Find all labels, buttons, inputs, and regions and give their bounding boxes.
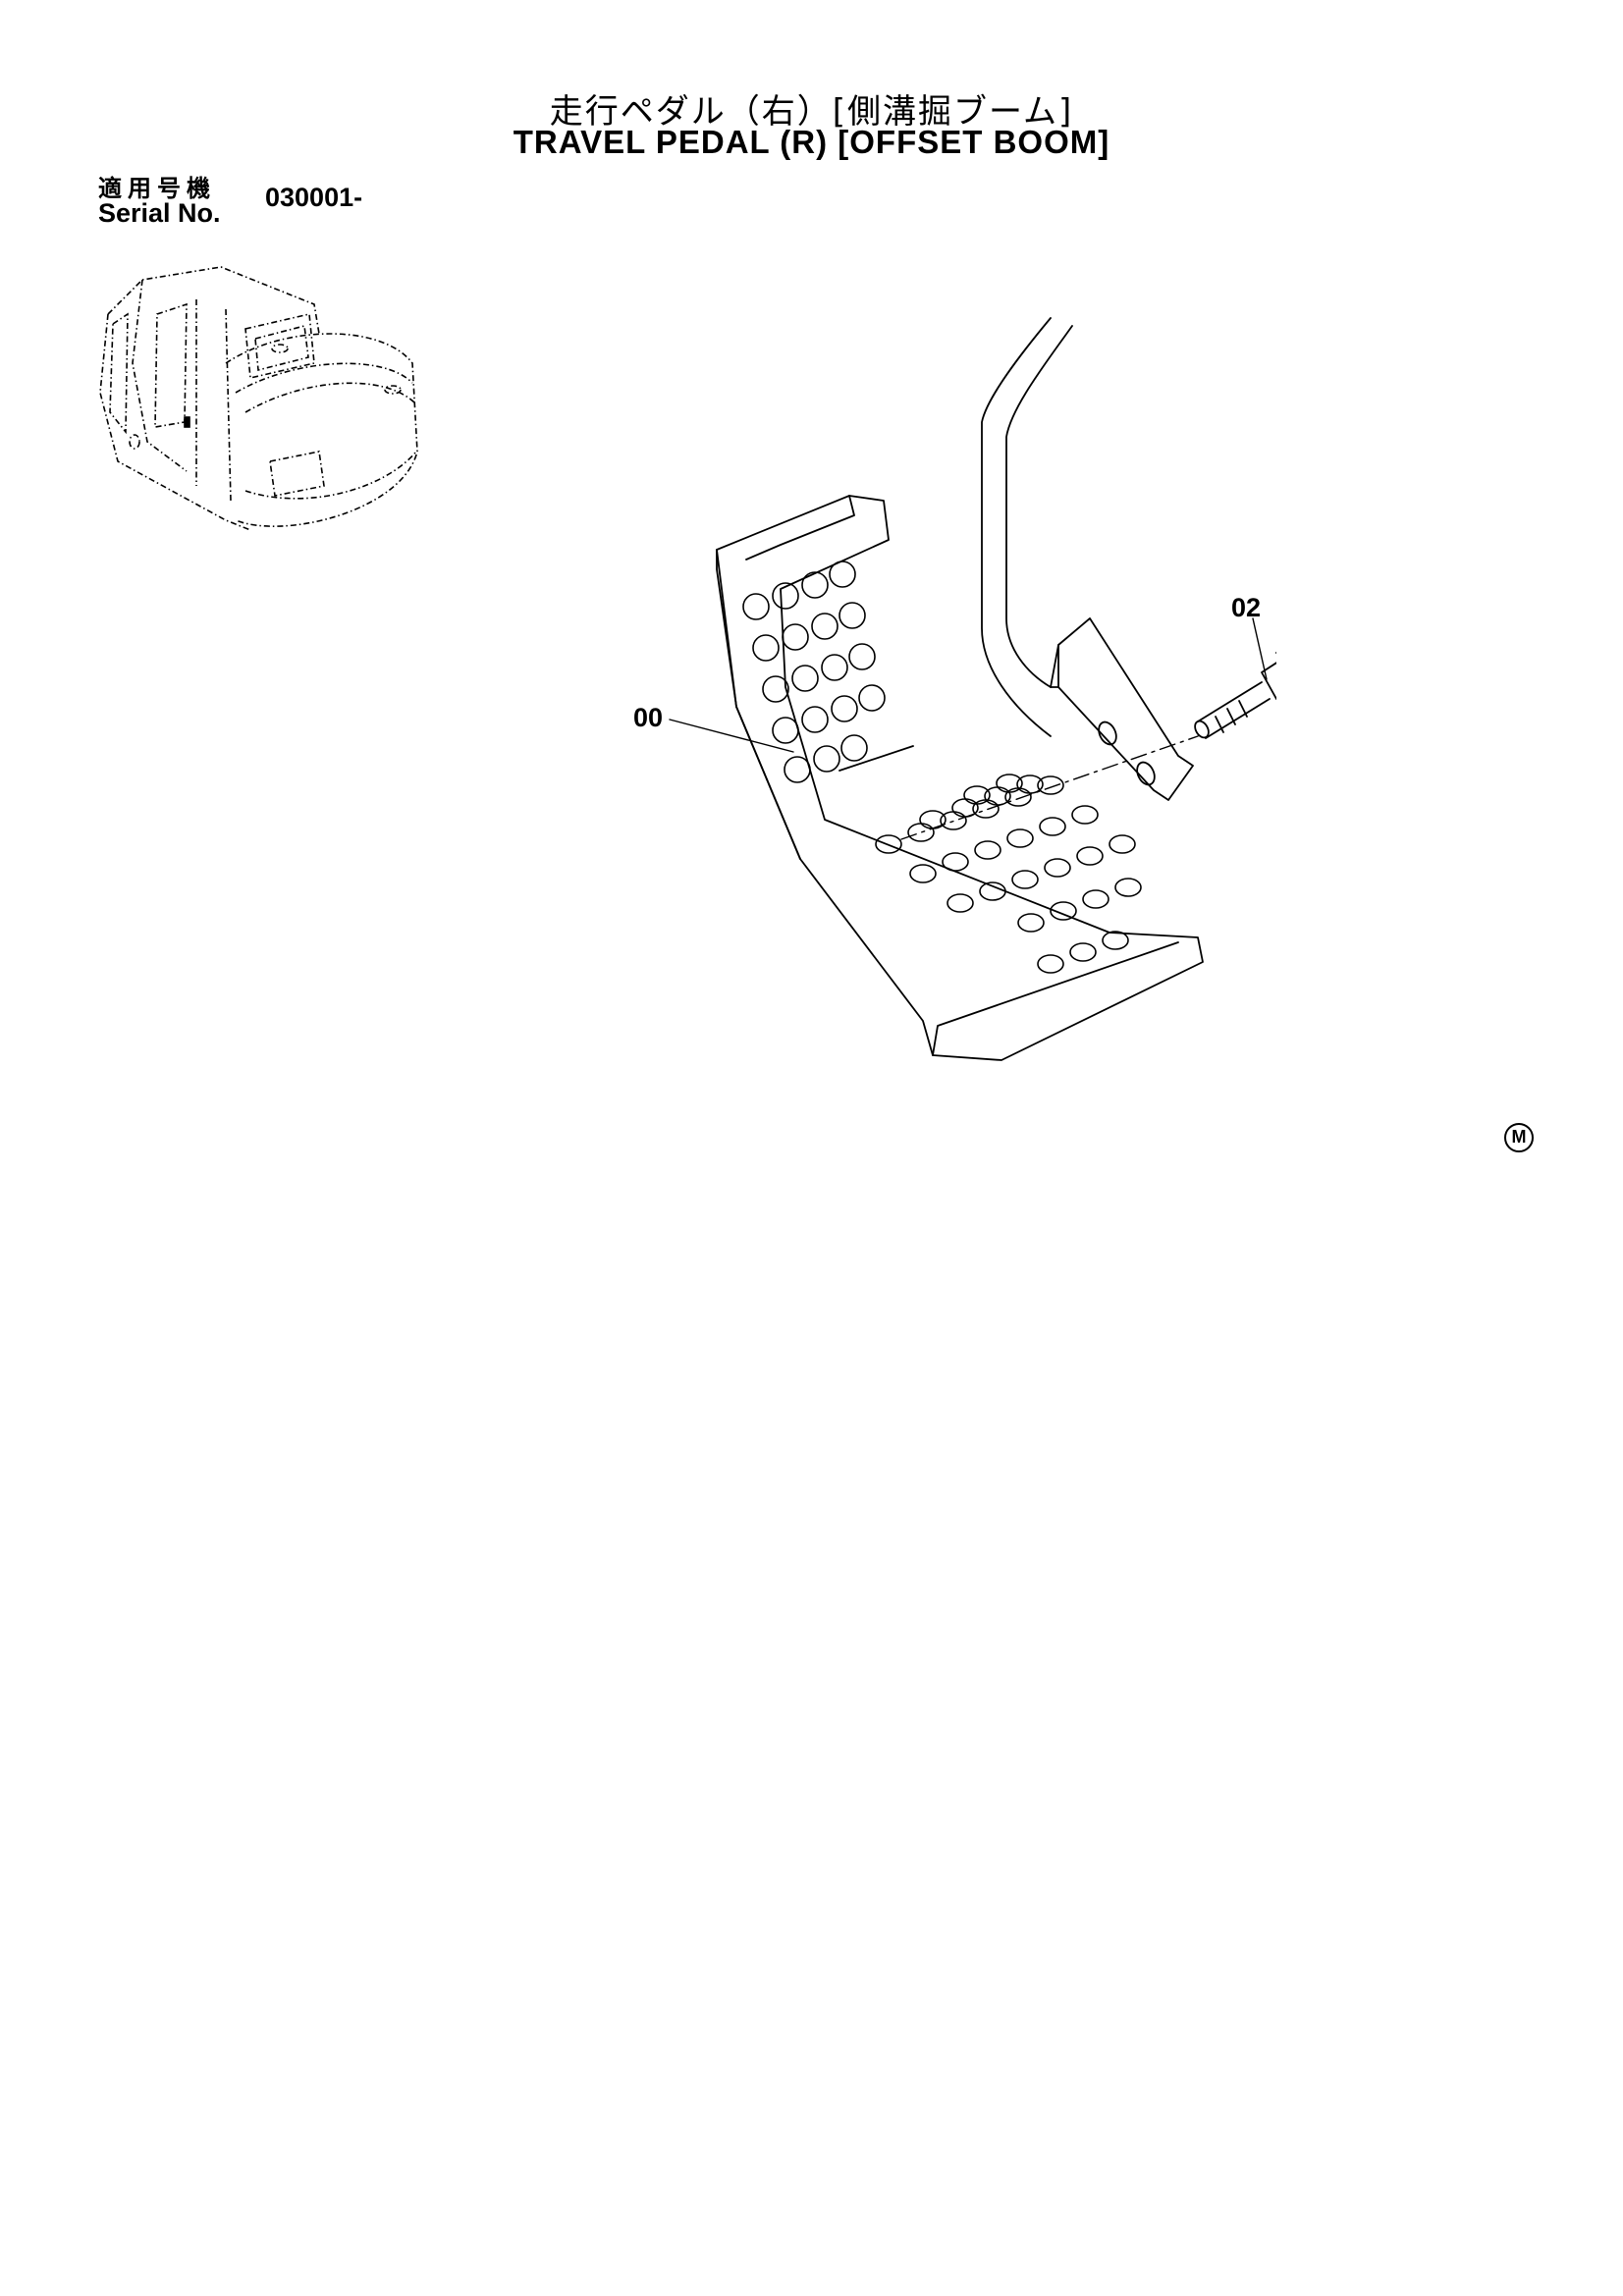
lower-tread-bosses (875, 774, 1142, 974)
lever-bracket-edge (1050, 644, 1059, 688)
door-window (109, 312, 129, 435)
bracket-hole-2 (1136, 761, 1156, 786)
lift-eye-left (271, 344, 289, 353)
circled-m-mark: M (1504, 1123, 1534, 1152)
excavator-cab-icon (99, 266, 418, 531)
cab-window (244, 313, 315, 379)
pedal-front-edge (716, 549, 737, 708)
leader-line-bolt (1252, 617, 1268, 680)
leader-line-pedal (669, 719, 794, 753)
cab-pillar-line (132, 279, 188, 472)
bolt-center-line (900, 735, 1199, 840)
cab-roof-line (107, 266, 320, 335)
lever-arm-left-edge (981, 317, 1052, 737)
serial-label-japanese: 適用号機 (98, 175, 216, 202)
cab-rear-pillar (225, 308, 232, 502)
door-handle (129, 434, 140, 450)
counterweight-bottom (244, 451, 417, 500)
bolt-tip (1194, 720, 1210, 739)
pedal-location-marker (184, 416, 190, 428)
counterweight-plate (269, 451, 325, 497)
page-title-english: TRAVEL PEDAL (R) [OFFSET BOOM] (513, 124, 1110, 160)
pedal-bend-line (735, 706, 801, 860)
lever-bracket (1057, 617, 1194, 801)
side-window (154, 302, 188, 428)
upper-tread-bosses (742, 561, 886, 783)
counterweight-band (244, 382, 415, 413)
counterweight-outline (225, 333, 418, 527)
serial-label-english: Serial No. (98, 198, 221, 228)
cab-left-line (99, 313, 251, 531)
bolt-head (1261, 662, 1276, 700)
serial-number-block: 適用号機 Serial No. 030001- (98, 169, 432, 238)
bolt-shank-top (1197, 681, 1263, 722)
lift-eye-right (384, 385, 402, 395)
bolt-threads (1215, 700, 1248, 733)
bolt-drawing (1194, 651, 1276, 739)
page-title-japanese: 走行ペダル（右）[側溝掘ブーム] (549, 92, 1074, 132)
pedal-heel-lip (932, 941, 1179, 1056)
pedal-outline (716, 495, 1204, 1061)
pedal-body (716, 495, 1204, 1061)
callout-pedal: 00 (633, 703, 664, 732)
cab-window-inner (254, 324, 309, 372)
bolt-shank-bottom (1205, 698, 1271, 739)
pedal-divider-line (839, 745, 914, 772)
callout-bolt: 02 (1231, 593, 1262, 622)
pedal-lever-drawing (981, 317, 1194, 801)
travel-pedal-drawing (669, 317, 1276, 1061)
bracket-hole-1 (1098, 721, 1117, 746)
pedal-toe-lip (745, 495, 855, 561)
lever-arm-right-edge (1005, 325, 1073, 688)
serial-value: 030001- (265, 183, 363, 212)
